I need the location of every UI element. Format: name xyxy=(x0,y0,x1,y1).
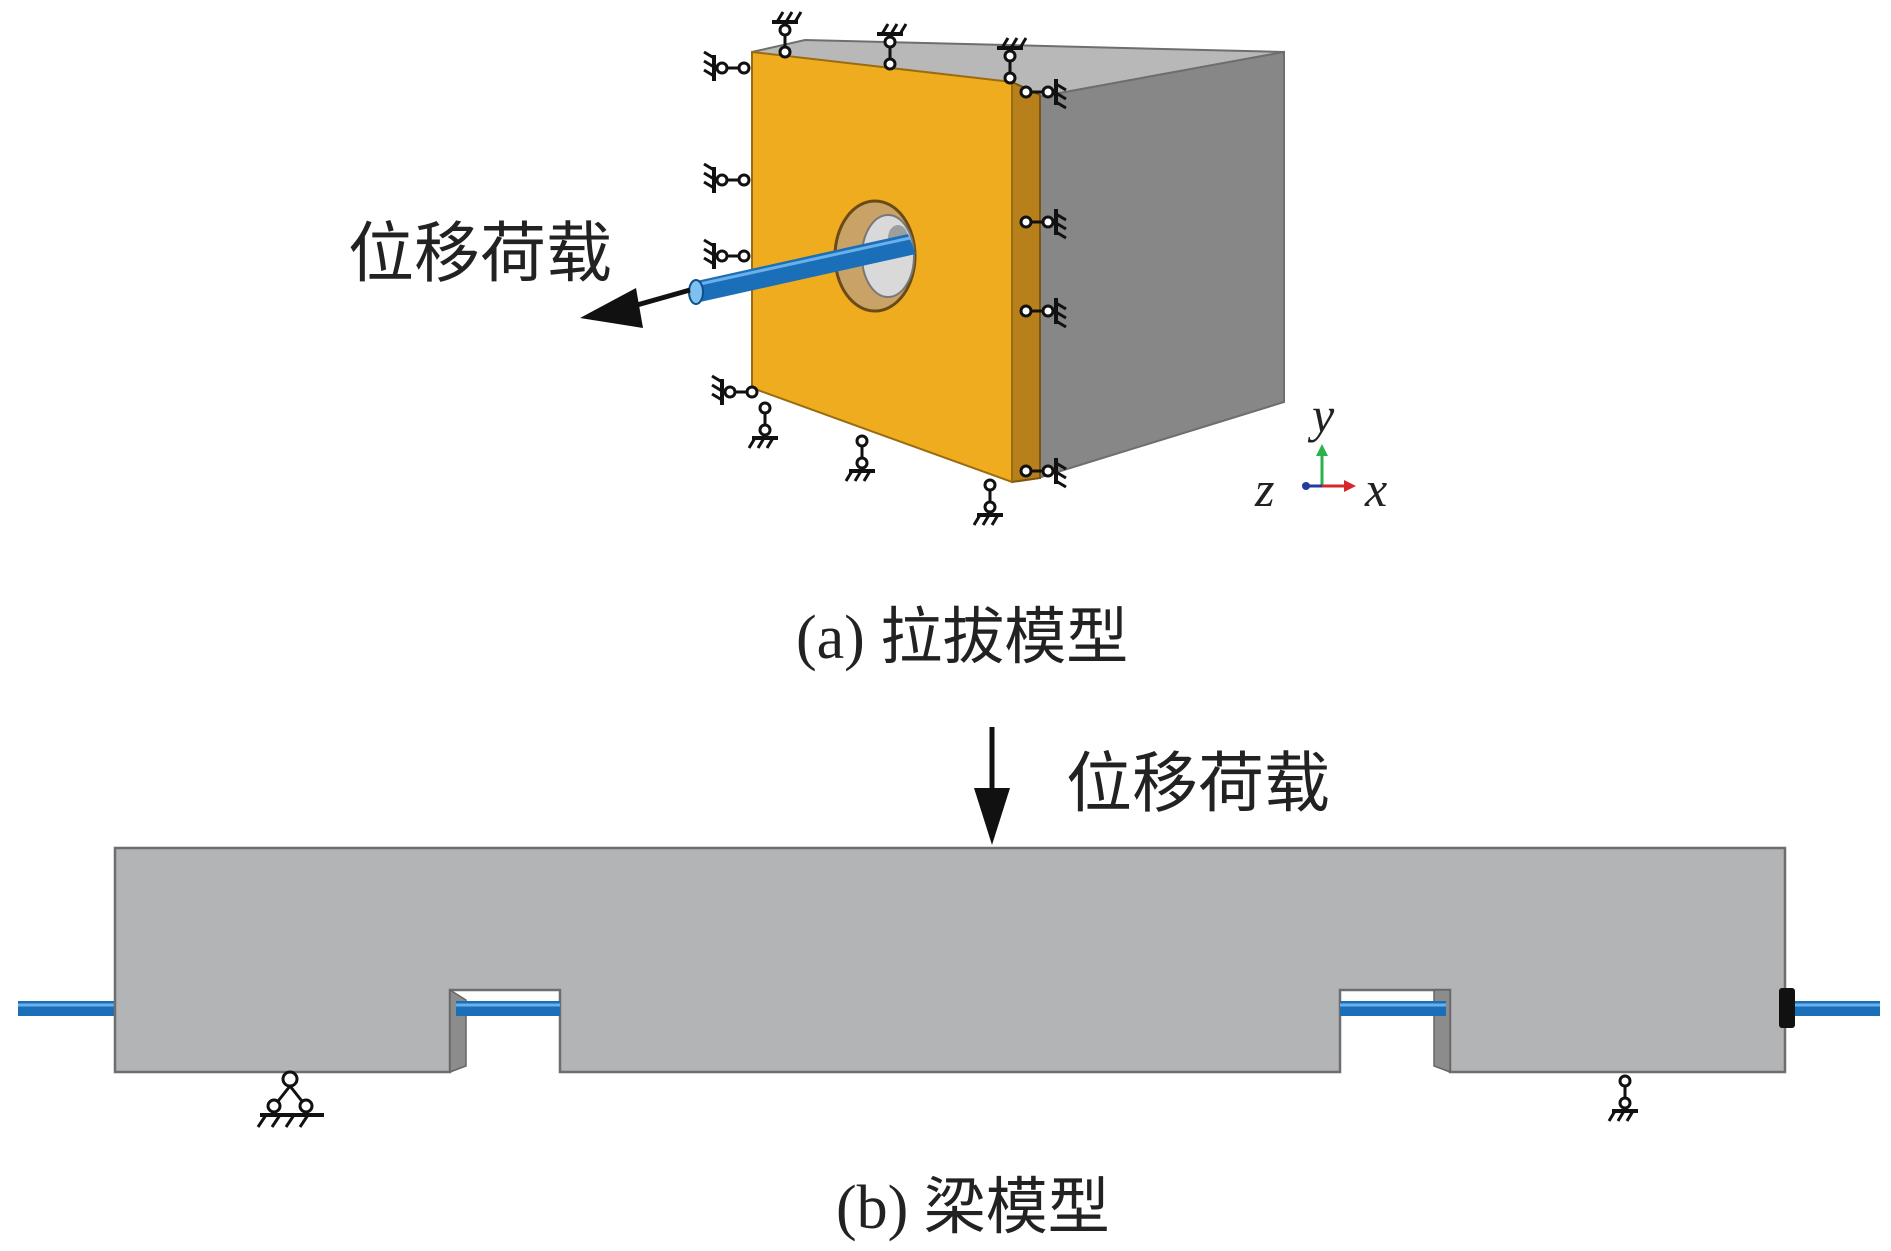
beam-rebar-notch-right xyxy=(1340,1001,1446,1016)
beam-end-plate xyxy=(1779,988,1795,1028)
load-arrow-icon xyxy=(974,727,1010,845)
load-arrow-icon xyxy=(580,287,691,328)
caption-b: (b) 梁模型 xyxy=(836,1174,1110,1242)
load-label-b: 位移荷载 xyxy=(1066,748,1330,821)
pin-support-icon xyxy=(844,434,877,483)
beam-rebar-notch-left xyxy=(456,1001,560,1016)
beam-rebar xyxy=(18,1001,1880,1016)
axis-triad-icon: y z x xyxy=(1254,387,1387,517)
loading-plate-edge xyxy=(1011,80,1041,484)
pin-support-icon xyxy=(747,401,780,450)
concrete-block-side xyxy=(1037,50,1285,480)
roller-support-icon xyxy=(1607,1074,1640,1123)
axis-label-x: x xyxy=(1364,461,1387,517)
pin-support-icon xyxy=(972,478,1005,527)
pin-support-icon xyxy=(710,374,759,407)
beam-body xyxy=(113,846,1787,1074)
pin-support-icon xyxy=(256,1070,324,1128)
pin-support-icon xyxy=(702,162,751,195)
axis-label-z: z xyxy=(1254,461,1274,517)
load-label-a: 位移荷载 xyxy=(348,218,612,291)
pin-support-icon xyxy=(702,238,751,271)
caption-a: (a) 拉拔模型 xyxy=(796,604,1129,672)
axis-label-y: y xyxy=(1307,387,1335,443)
pin-support-icon xyxy=(702,50,751,83)
beam-model xyxy=(18,727,1880,1128)
pullout-model: y z x xyxy=(580,10,1387,527)
